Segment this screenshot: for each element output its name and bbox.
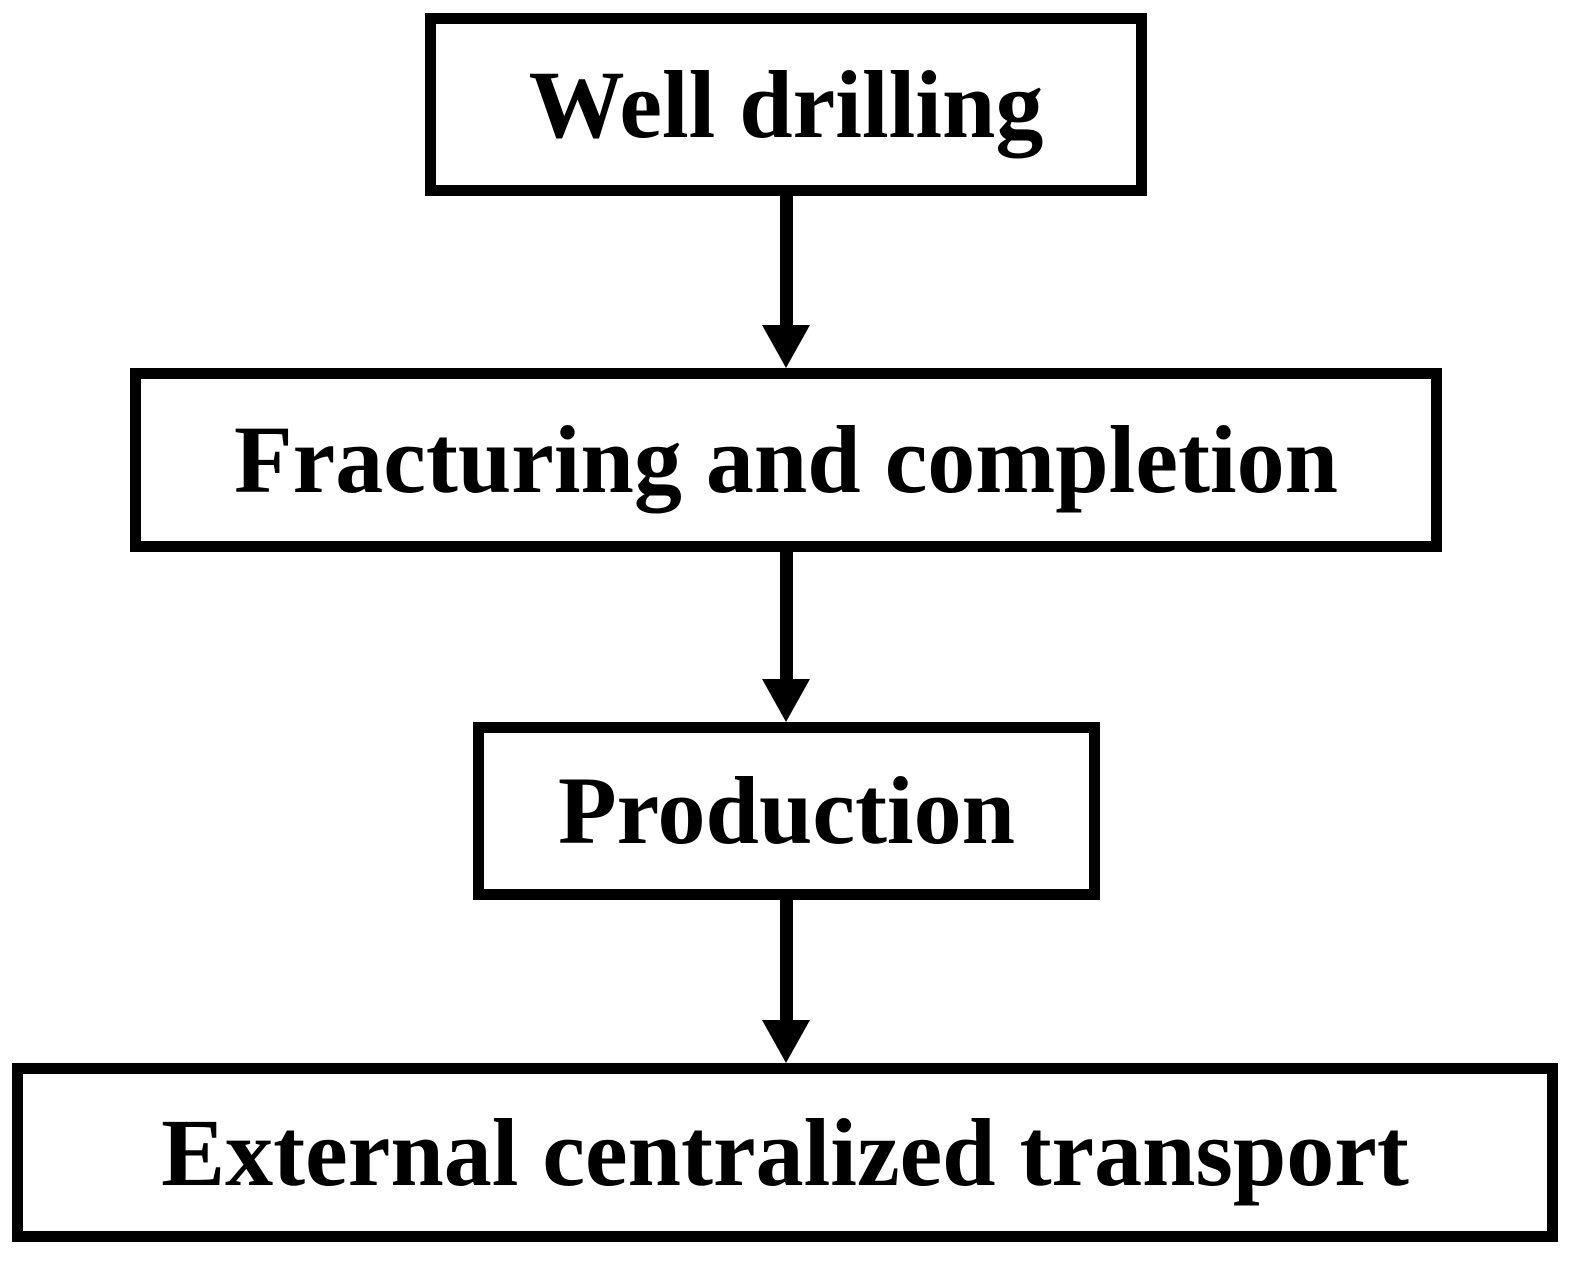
arrow-down-icon — [762, 679, 810, 722]
flowchart-node-production: Production — [473, 722, 1100, 900]
arrow-down-icon — [762, 325, 810, 368]
arrow-stem — [780, 898, 793, 1022]
arrow-down-icon — [762, 1020, 810, 1063]
flowchart-node-well-drilling: Well drilling — [425, 13, 1147, 196]
node-label: External centralized transport — [161, 1098, 1409, 1206]
arrow-stem — [780, 194, 793, 327]
node-label: Production — [558, 757, 1015, 864]
flowchart-node-fracturing-and-completion: Fracturing and completion — [130, 368, 1442, 552]
node-label: Well drilling — [528, 50, 1044, 158]
arrow-stem — [780, 550, 793, 681]
flowchart-node-external-centralized-transport: External centralized transport — [12, 1063, 1558, 1242]
node-label: Fracturing and completion — [234, 406, 1338, 513]
